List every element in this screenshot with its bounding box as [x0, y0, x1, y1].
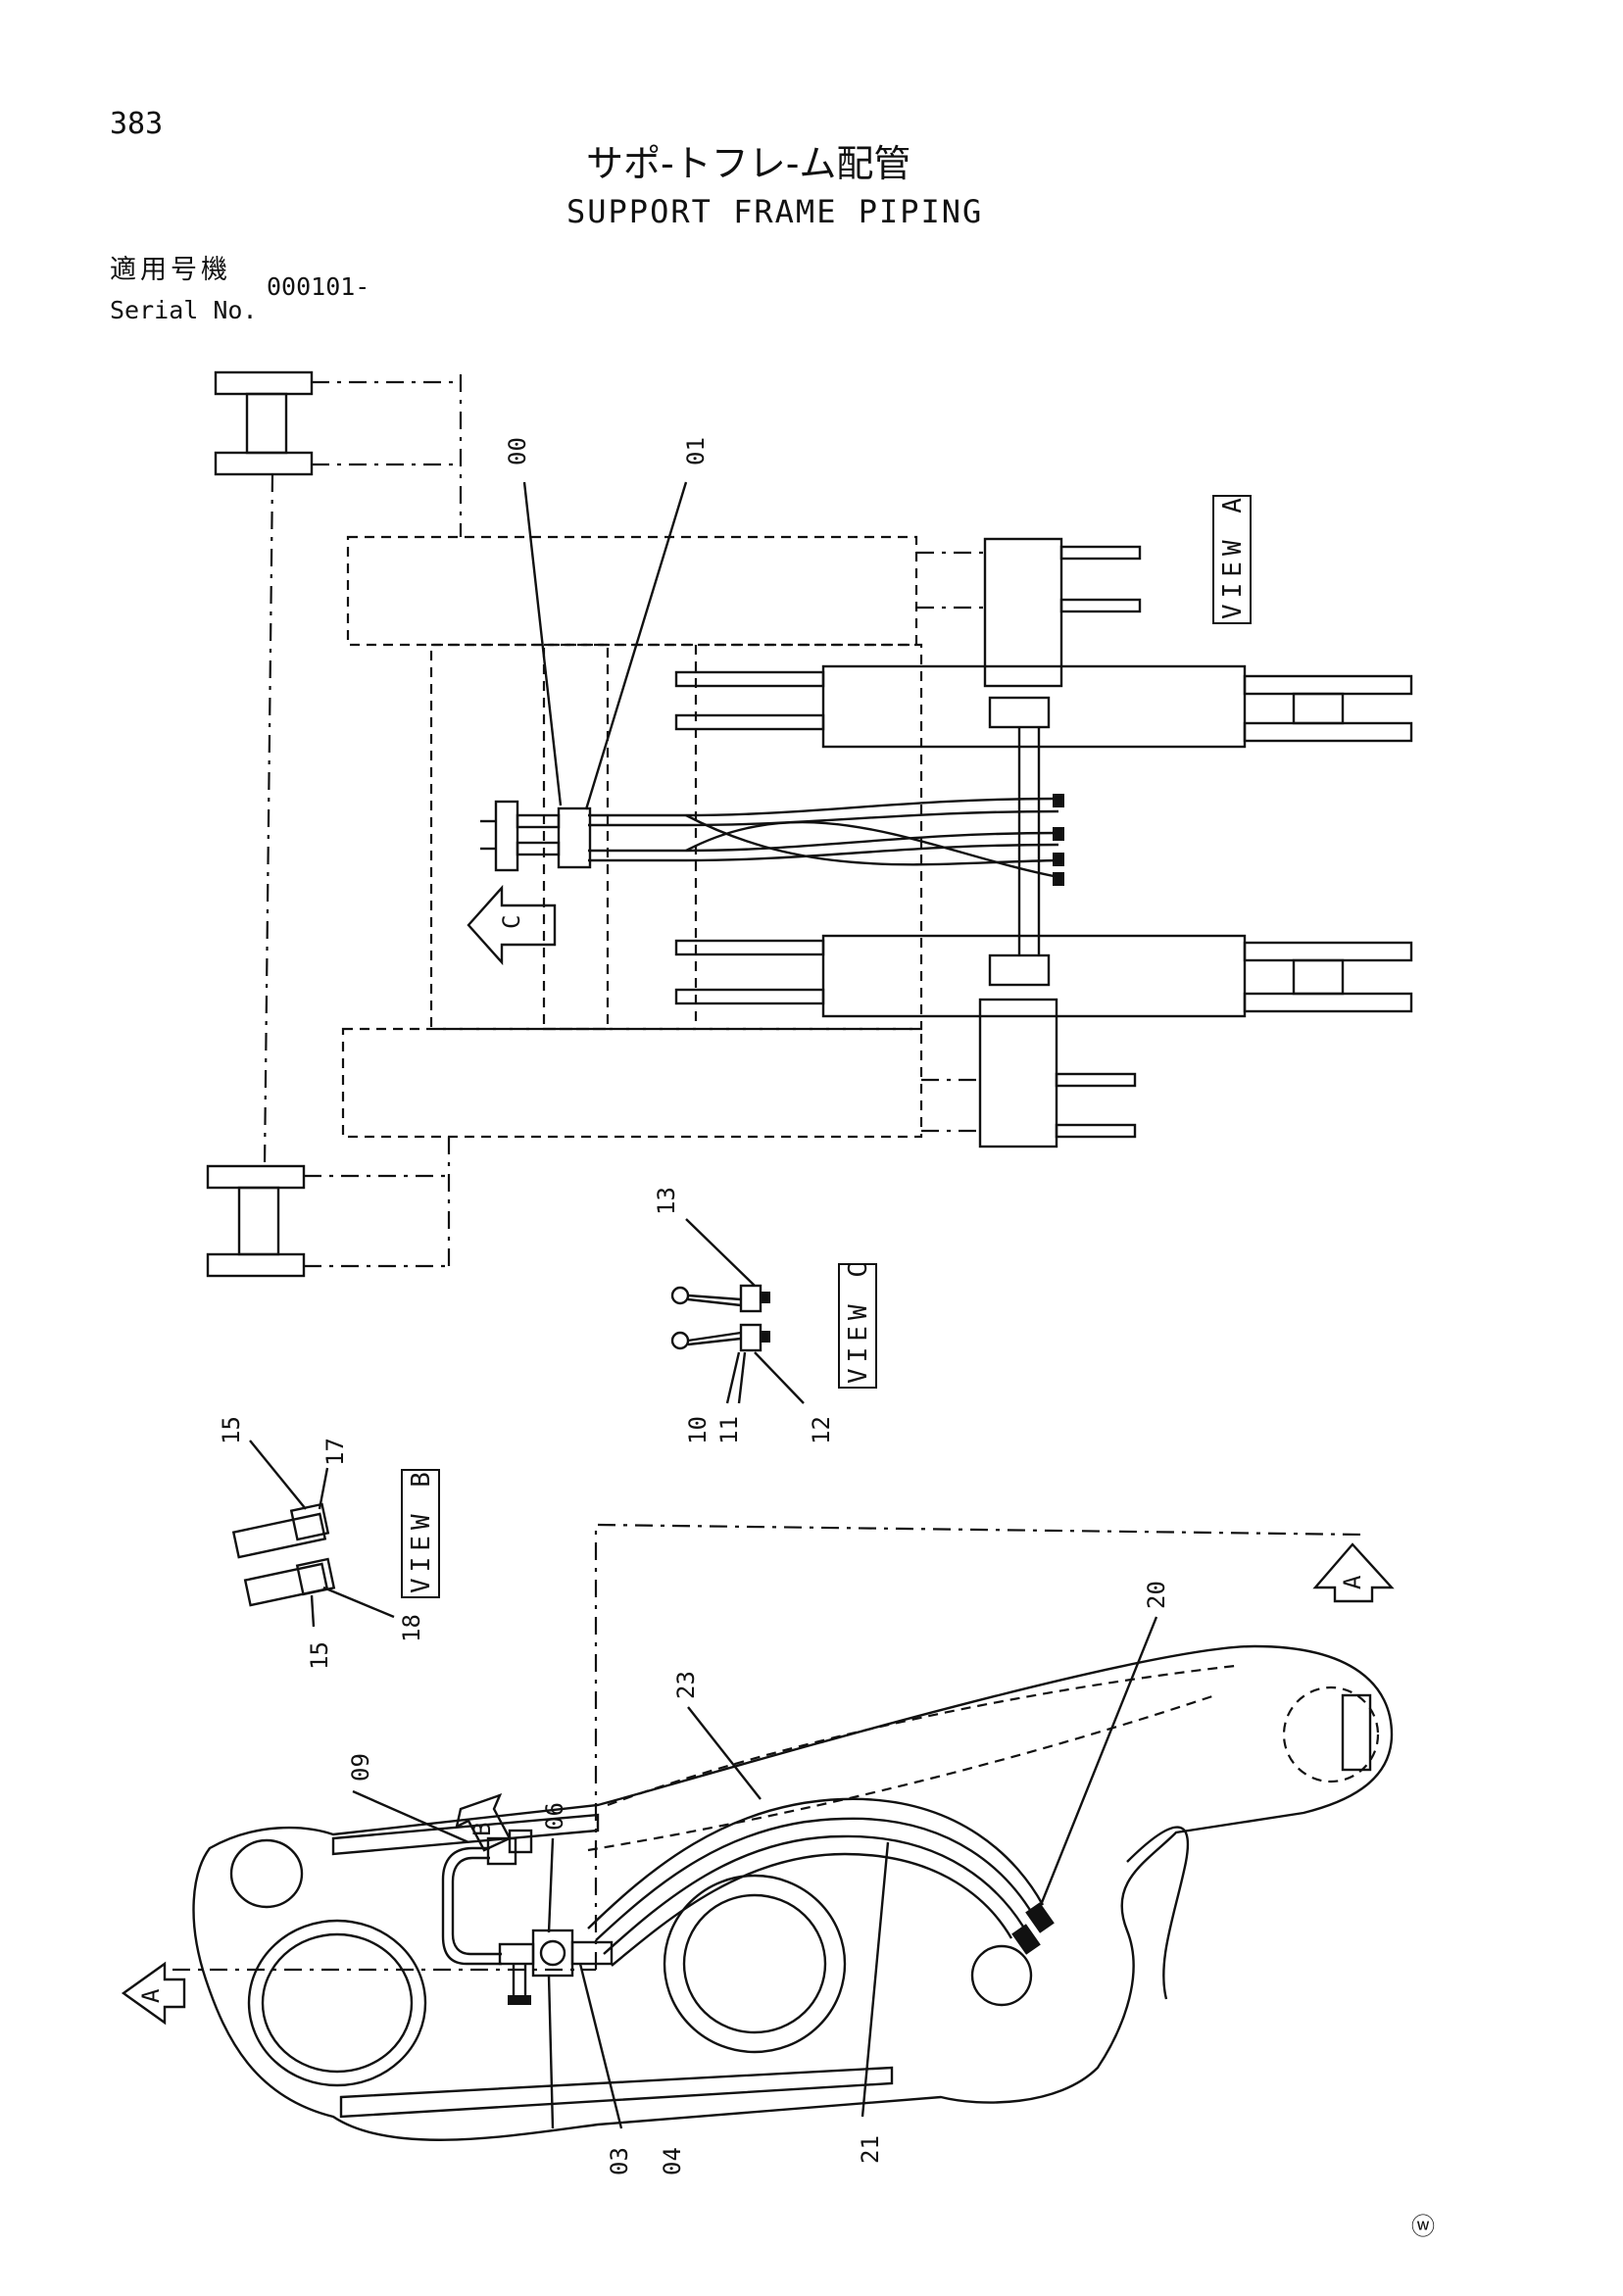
clevis-lower-b [1243, 992, 1413, 1013]
rod-lower-a [674, 939, 825, 956]
part-label-17: 17 [321, 1438, 349, 1466]
hose-b [588, 831, 1059, 853]
hose-c [685, 813, 1059, 866]
svg-text:VIEW B: VIEW B [407, 1466, 436, 1593]
frame-beam-upper [346, 535, 918, 647]
part-label-09: 09 [347, 1753, 374, 1782]
part-label-18: 18 [398, 1614, 425, 1642]
frame-beam-lower [341, 1027, 923, 1139]
post-upper [983, 537, 1063, 688]
pivot-plate-top-lower [214, 451, 314, 476]
svg-text:VIEW A: VIEW A [1218, 492, 1248, 619]
part-label-10: 10 [684, 1416, 712, 1444]
arrow-a-left-label: A [137, 1988, 165, 2003]
view-c-arrow: C [467, 884, 557, 966]
cylinder-lower [821, 934, 1247, 1018]
arrow-a-right-label: A [1339, 1575, 1366, 1589]
svg-text:C: C [498, 915, 525, 929]
part-label-20: 20 [1143, 1581, 1170, 1609]
view-a-label: VIEW A [1212, 492, 1252, 624]
cylinder-upper [821, 664, 1247, 749]
title-japanese: サポ-トフレ-ム配管 [586, 142, 911, 185]
part-label-03: 03 [606, 2147, 633, 2175]
arrow-b-label: B [468, 1823, 496, 1836]
hose-d [685, 821, 1059, 879]
serial-label-english: Serial No. [110, 296, 258, 324]
hose-a [588, 797, 1059, 817]
pivot-boss-top [245, 392, 288, 455]
title-english: SUPPORT FRAME PIPING [566, 193, 984, 230]
serial-number-value: 000101- [267, 272, 370, 301]
rod-lower-b [674, 988, 825, 1005]
part-label-12: 12 [808, 1416, 835, 1444]
bore-left [247, 1919, 427, 2087]
pivot-plate-bottom-lower [206, 1252, 306, 1278]
clevis-upper-a [1243, 674, 1413, 696]
part-label-00: 00 [504, 437, 531, 465]
part-label-04: 04 [659, 2147, 686, 2175]
view-b-detail: VIEW B [231, 1440, 440, 1628]
part-label-06: 06 [541, 1802, 568, 1831]
pivot-plate-top-upper [214, 370, 314, 396]
part-label-23: 23 [672, 1671, 700, 1699]
part-label-15-bottom: 15 [306, 1641, 333, 1670]
rod-upper-b [674, 713, 825, 731]
corner-mark: ⓦ [1411, 2213, 1435, 2240]
serial-label-japanese: 適用号機 [110, 255, 231, 285]
pivot-plate-bottom-upper [206, 1164, 306, 1190]
support-frame-side-view [121, 1523, 1395, 2141]
post-lower [978, 998, 1058, 1148]
pin-right [970, 1944, 1033, 2007]
page-number: 383 [110, 107, 164, 141]
rod-upper-a [674, 670, 825, 688]
bore-middle [663, 1874, 847, 2054]
svg-text:VIEW C: VIEW C [844, 1256, 873, 1384]
frame-body [429, 643, 923, 1031]
view-c-detail: VIEW C [670, 1218, 877, 1404]
part-label-11: 11 [715, 1416, 743, 1444]
valve-block [557, 806, 592, 869]
support-frame-top-view [206, 370, 1413, 1278]
part-label-13: 13 [653, 1187, 680, 1215]
part-label-01: 01 [682, 437, 710, 465]
clevis-upper-b [1243, 721, 1413, 743]
part-label-15-top: 15 [218, 1416, 245, 1444]
clevis-lower-a [1243, 941, 1413, 962]
pivot-boss-bottom [237, 1186, 280, 1256]
part-label-21: 21 [857, 2135, 884, 2164]
frame-web [542, 643, 610, 1031]
